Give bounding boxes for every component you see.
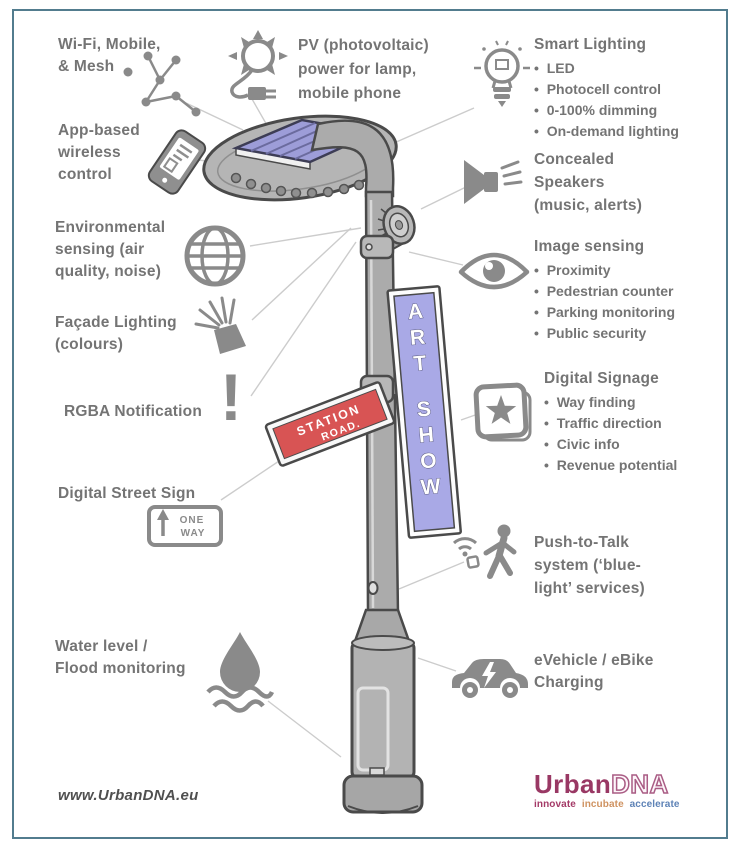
water-drop-icon [204, 630, 275, 723]
callout-line: Wi-Fi, Mobile, [58, 36, 161, 53]
callout-bullet: Civic info [544, 434, 677, 455]
callout-line: Digital Street Sign [58, 485, 196, 502]
callout-bullet: On-demand lighting [534, 121, 679, 142]
callout-line: control [58, 166, 112, 183]
callout-line: Speakers [534, 174, 605, 191]
connector-lines [185, 98, 479, 758]
sun-power-plug-icon [218, 26, 294, 119]
callout-bullet: 0-100% dimming [534, 100, 679, 121]
lightbulb-icon [472, 38, 532, 117]
speaker-icon [462, 158, 526, 213]
callout-line: Water level / [55, 638, 148, 655]
callout-title: Smart Lighting [534, 36, 647, 53]
callout-line: Concealed [534, 151, 615, 168]
pole-speaker [359, 205, 416, 260]
callout-line: Charging [534, 674, 604, 691]
ev-car-icon [444, 648, 530, 711]
callout-line: light’ services) [534, 580, 645, 597]
callout-digital-street-sign: Digital Street Sign [58, 483, 195, 505]
callout-line: quality, noise) [55, 263, 162, 280]
callout-line: (colours) [55, 336, 124, 353]
logo-wordmark: UrbanDNA [534, 769, 683, 799]
callout-bullet: LED [534, 58, 679, 79]
callout-concealed-speakers: Concealed Speakers (music, alerts) [534, 148, 642, 217]
callout-line: power for lamp, [298, 61, 417, 78]
callout-line: Environmental [55, 219, 166, 236]
callout-line: RGBA Notification [64, 403, 203, 420]
pole-base [342, 608, 424, 814]
callout-bullet: Parking monitoring [534, 302, 675, 323]
website-url: www.UrbanDNA.eu [58, 787, 199, 804]
callout-line: mobile phone [298, 85, 402, 102]
callout-line: & Mesh [58, 58, 115, 75]
callout-facade-lighting: Façade Lighting (colours) [55, 312, 177, 356]
callout-wifi-mesh: Wi-Fi, Mobile, & Mesh [58, 34, 161, 78]
callout-line: PV (photovoltaic) [298, 37, 429, 54]
banner-letter: A [407, 300, 424, 324]
logo-solid-text: Urban [534, 769, 612, 799]
banner-letter: T [413, 352, 428, 376]
banner-letter: R [409, 326, 426, 350]
facade-light-icon [190, 296, 254, 365]
callout-smart-lighting: Smart Lighting LED Photocell control 0-1… [534, 34, 679, 142]
callout-line: eVehicle / eBike [534, 652, 654, 669]
callout-bullet: Traffic direction [544, 413, 677, 434]
one-way-line1: ONE [180, 515, 205, 526]
callout-line: system (‘blue- [534, 557, 642, 574]
tagline-word: innovate [534, 799, 576, 810]
logo-outline-text: DNA [610, 769, 669, 799]
callout-pv: PV (photovoltaic) power for lamp, mobile… [298, 34, 429, 106]
one-way-sign-icon: ONE WAY [146, 498, 224, 557]
callout-line: Push-to-Talk [534, 534, 630, 551]
callout-title: Image sensing [534, 238, 645, 255]
tagline-word: accelerate [629, 799, 680, 810]
callout-bullet: Way finding [544, 392, 677, 413]
one-way-line2: WAY [181, 528, 206, 539]
banner-letter: H [418, 423, 435, 447]
station-road-sign: STATION ROAD. [264, 381, 396, 467]
callout-bullet: Proximity [534, 260, 675, 281]
border-frame [12, 9, 728, 839]
callout-bullet: Photocell control [534, 79, 679, 100]
star-sign-icon [472, 378, 536, 453]
callout-app-control: App-based wireless control [58, 120, 140, 186]
banner-letter: W [420, 475, 442, 500]
callout-image-sensing: Image sensing Proximity Pedestrian count… [534, 236, 675, 344]
callout-line: (music, alerts) [534, 197, 643, 214]
callout-bullet: Public security [534, 323, 675, 344]
callout-water-level: Water level / Flood monitoring [55, 636, 186, 680]
banner-letter: O [419, 449, 437, 473]
globe-icon [181, 219, 249, 298]
callout-line: Flood monitoring [55, 660, 186, 677]
callout-ev-charging: eVehicle / eBike Charging [534, 650, 654, 694]
logo-tagline: innovate incubate accelerate [534, 799, 683, 810]
callout-push-to-talk: Push-to-Talk system (‘blue- light’ servi… [534, 531, 645, 600]
tagline-word: incubate [581, 799, 624, 810]
callout-digital-signage: Digital Signage Way finding Traffic dire… [544, 368, 677, 476]
callout-line: sensing (air [55, 241, 145, 258]
eye-icon [458, 246, 530, 303]
exclamation-icon: ! [220, 360, 242, 434]
callout-environmental: Environmental sensing (air quality, nois… [55, 217, 165, 283]
callout-bullet: Revenue potential [544, 455, 678, 476]
ptt-button [367, 581, 379, 595]
callout-line: wireless [58, 144, 121, 161]
brand-logo: UrbanDNA innovate incubate accelerate [534, 769, 683, 810]
callout-title: Digital Signage [544, 370, 659, 387]
callout-line: App-based [58, 122, 140, 139]
smartphone-icon [132, 118, 222, 211]
callout-rgba-notification: RGBA Notification [64, 401, 202, 423]
callout-line: Façade Lighting [55, 314, 177, 331]
banner-letter: S [416, 397, 432, 421]
art-show-banner: A R T S H O W [386, 285, 462, 539]
mesh-network-icon [120, 46, 212, 127]
push-to-talk-person-icon [444, 521, 530, 596]
callout-bullet: Pedestrian counter [534, 281, 675, 302]
